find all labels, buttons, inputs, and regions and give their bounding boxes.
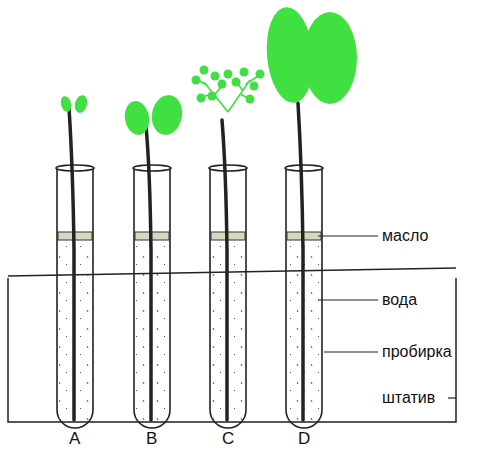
- part-label: пробирка: [382, 343, 452, 361]
- plant-shoots: [59, 5, 357, 420]
- tube-letter: B: [146, 430, 157, 449]
- tube-letter: A: [69, 430, 80, 449]
- part-label: масло: [382, 227, 428, 245]
- tube-letter: C: [222, 430, 234, 449]
- tube-letter: D: [298, 430, 310, 449]
- leader-lines: [318, 236, 456, 398]
- part-label: штатив: [382, 389, 435, 407]
- part-label: вода: [382, 291, 417, 309]
- test-tubes: [56, 165, 323, 428]
